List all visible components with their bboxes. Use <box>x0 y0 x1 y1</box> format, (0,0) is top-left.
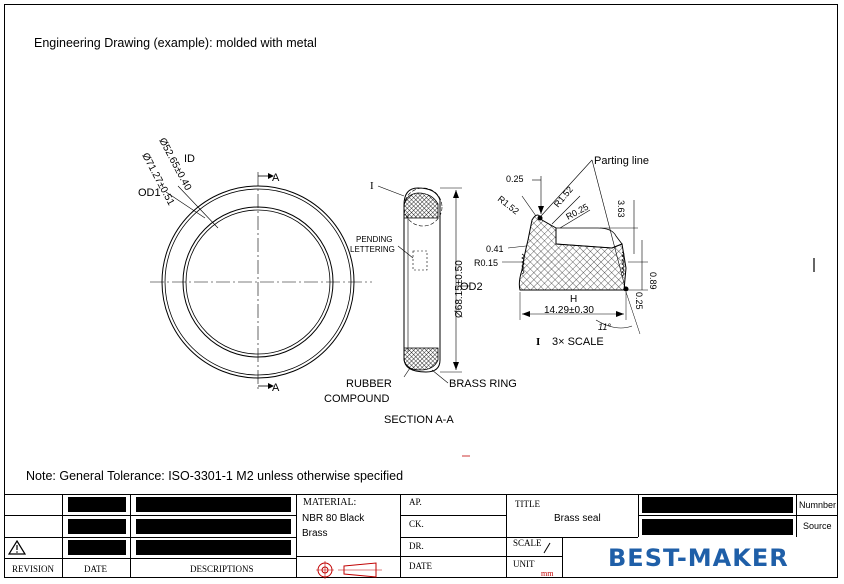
dim-0-25-top: 0.25 <box>506 174 524 184</box>
rubber-label-line1: RUBBER <box>346 378 392 390</box>
detail-mark: I <box>370 180 374 192</box>
projection-symbol-icon <box>316 561 382 579</box>
material-label: MATERIAL: <box>303 497 357 508</box>
detail-scale-text: 3× SCALE <box>552 336 604 348</box>
tolerance-note: Note: General Tolerance: ISO-3301-1 M2 u… <box>26 469 404 483</box>
date-label: DATE <box>409 561 432 571</box>
parting-line-label: Parting line <box>594 155 649 167</box>
angle-dimension: 11° <box>598 322 611 332</box>
detail-view <box>502 159 648 335</box>
scale-label: SCALE <box>513 538 542 548</box>
dim-0-41: 0.41 <box>486 244 504 254</box>
dim-3-63: 3.63 <box>616 200 626 218</box>
section-mark-bottom: A <box>272 382 280 394</box>
descriptions-header: DESCRIPTIONS <box>190 564 254 574</box>
section-mark-top: A <box>272 172 280 184</box>
od2-dimension: Ø68.15±0.50 <box>454 260 465 318</box>
pending-lettering-line2: LETTERING <box>350 245 395 254</box>
date-header: DATE <box>84 564 107 574</box>
id-label: ID <box>184 153 195 165</box>
scale-slash-icon <box>543 542 551 554</box>
material-value-2: Brass <box>302 528 328 539</box>
dim-r1-52-left: R1.52 <box>496 194 521 217</box>
dim-r1-52-right: R1.52 <box>552 184 575 209</box>
brass-ring-label: BRASS RING <box>449 378 517 390</box>
title-label: TITLE <box>515 499 540 509</box>
dr-label: DR. <box>409 541 424 551</box>
dim-0-25-right: 0.25 <box>634 292 644 310</box>
h-label: H <box>570 294 577 305</box>
front-view <box>150 172 372 392</box>
ck-label: CK. <box>409 519 424 529</box>
warning-triangle-icon <box>8 540 27 555</box>
section-view <box>377 185 470 384</box>
pending-lettering-line1: PENDING <box>356 235 392 244</box>
rubber-label-line2: COMPOUND <box>324 393 389 405</box>
ap-label: AP. <box>409 497 422 507</box>
detail-scale-mark: I <box>536 336 540 348</box>
width-dimension: 14.29±0.30 <box>544 305 594 316</box>
unit-value: mm <box>541 569 554 578</box>
drawing-heading: Engineering Drawing (example): molded wi… <box>34 36 317 50</box>
dim-r0-15: R0.15 <box>474 258 498 268</box>
revision-header: REVISION <box>12 564 54 574</box>
od2-label: OD2 <box>460 281 483 293</box>
source-label: Source <box>803 521 832 531</box>
dim-r0-25: R0.25 <box>564 202 590 222</box>
section-label: SECTION A-A <box>384 414 454 426</box>
number-label: Numnber <box>799 500 837 510</box>
od1-label: OD1 <box>138 187 161 199</box>
drawing-frame <box>4 4 838 578</box>
material-value-1: NBR 80 Black <box>302 513 365 524</box>
unit-label: UNIT <box>513 559 535 569</box>
title-value: Brass seal <box>554 513 601 524</box>
best-maker-logo: BEST-MAKER <box>608 544 789 572</box>
dim-0-89: 0.89 <box>648 272 658 290</box>
